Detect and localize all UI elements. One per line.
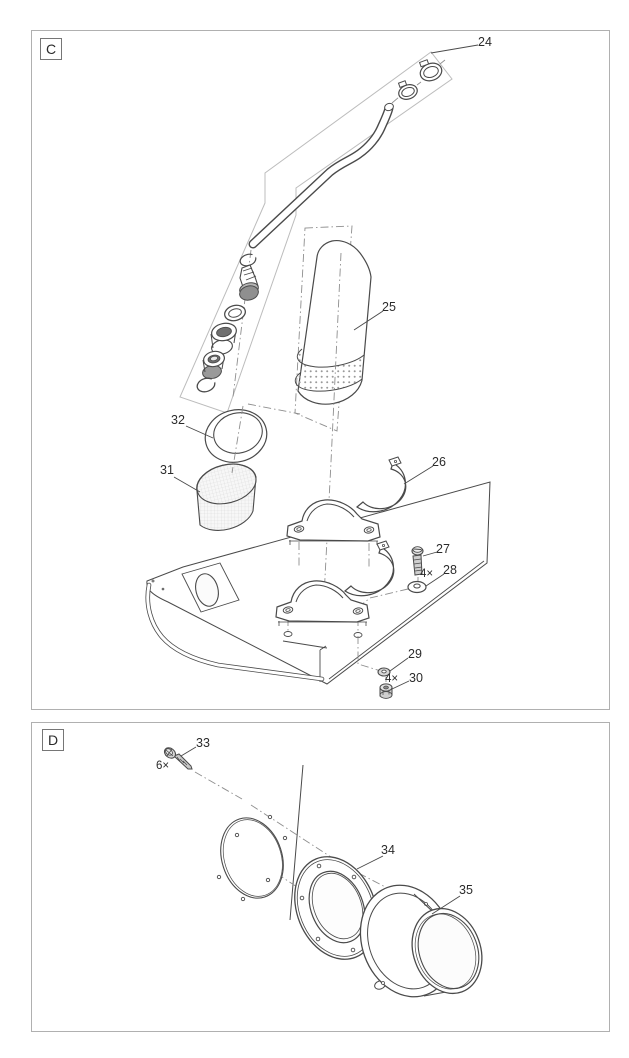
callout-30: 30	[409, 671, 423, 685]
callout-27: 27	[436, 542, 450, 556]
callout-31: 31	[160, 463, 174, 477]
panel-tag-d: D	[42, 729, 64, 751]
callout-25: 25	[382, 300, 396, 314]
quantity-marker-33: 6×	[156, 760, 170, 772]
panel-tag-c: C	[40, 38, 62, 60]
callout-28: 28	[443, 563, 457, 577]
exploded-view-panel-d	[31, 722, 610, 1032]
callout-34: 34	[381, 843, 395, 857]
callout-24: 24	[478, 35, 492, 49]
quantity-marker-30: 4×	[385, 673, 399, 685]
quantity-marker-27: 4×	[420, 568, 434, 580]
callout-33: 33	[196, 736, 210, 750]
callout-35: 35	[459, 883, 473, 897]
callout-32: 32	[171, 413, 185, 427]
callout-26: 26	[432, 455, 446, 469]
callout-29: 29	[408, 647, 422, 661]
exploded-view-panel-c	[31, 30, 610, 710]
